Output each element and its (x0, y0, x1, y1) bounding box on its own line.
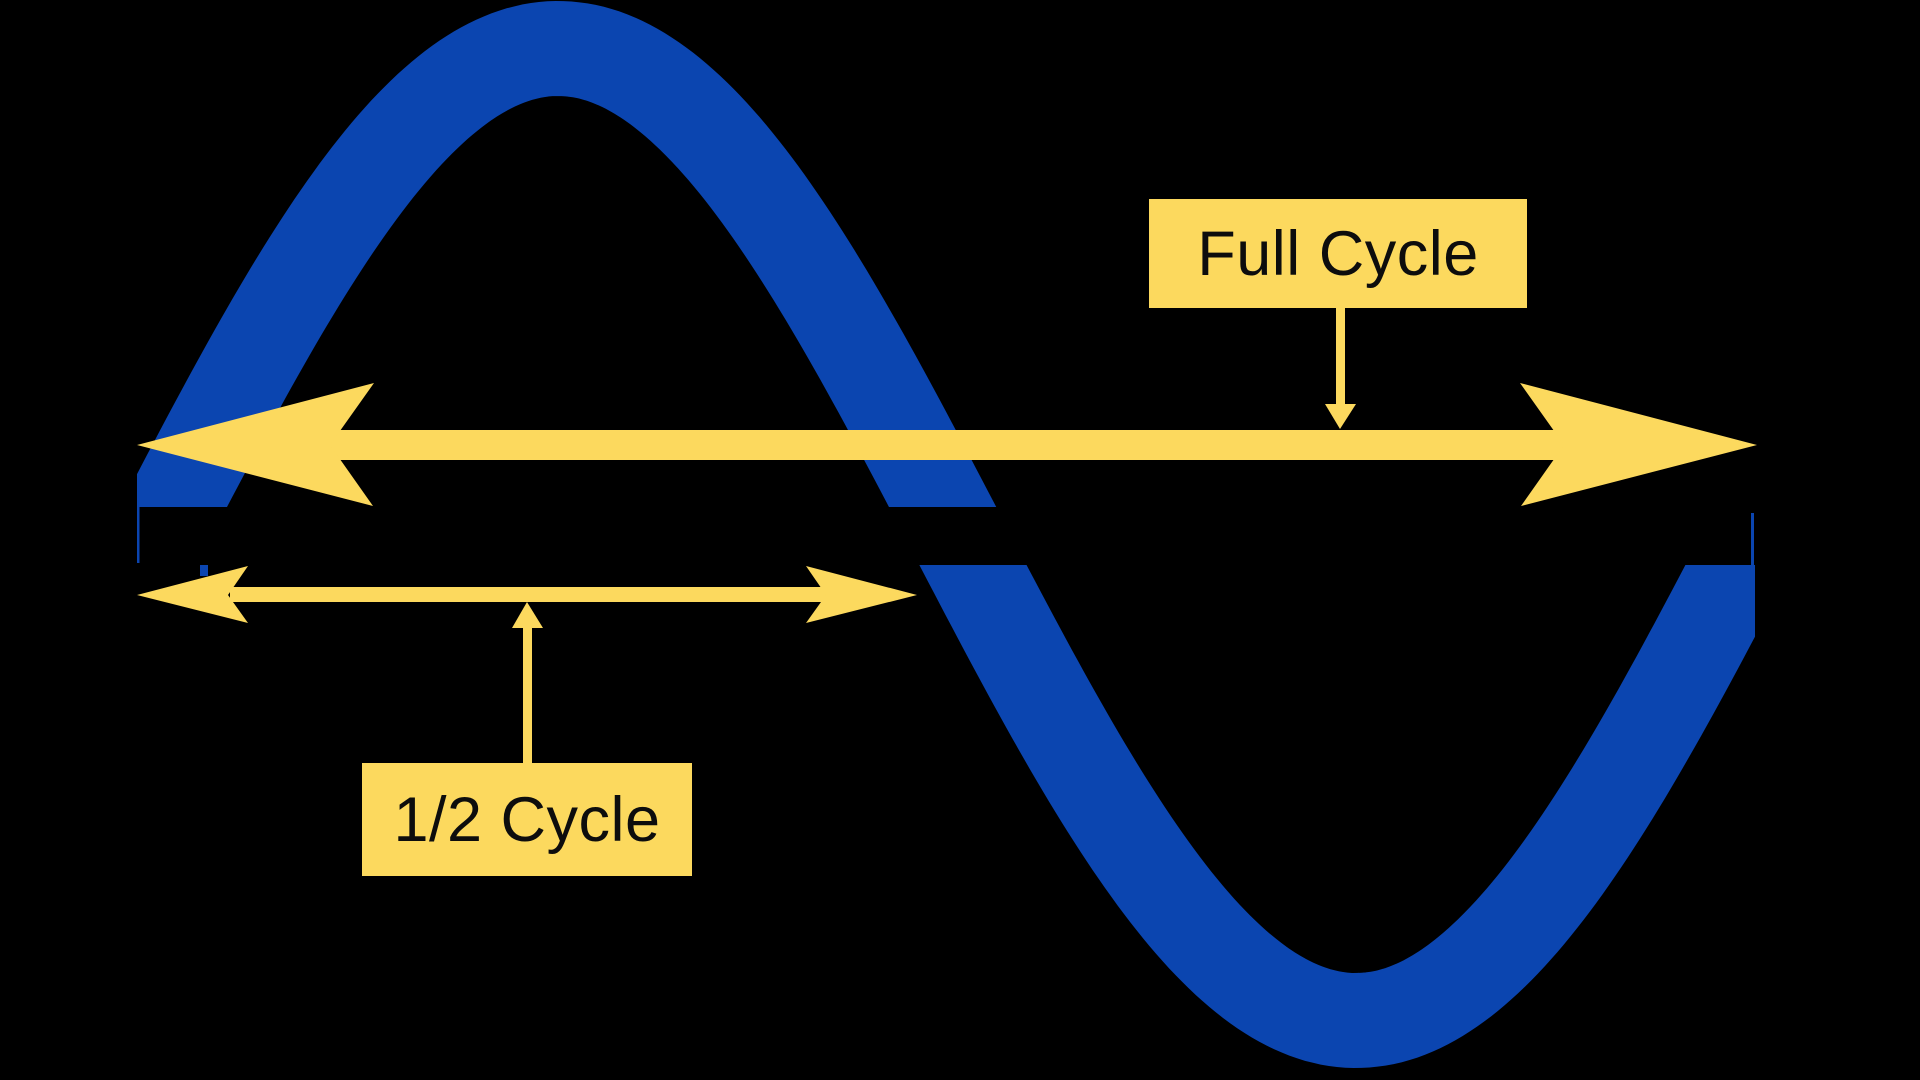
full-cycle-label-text: Full Cycle (1197, 218, 1479, 289)
half-cycle-label: 1/2 Cycle (362, 763, 692, 876)
right-crop-mask (1755, 0, 1920, 1080)
half-cycle-arrow (137, 566, 917, 623)
wave-sliver-right (1751, 513, 1754, 565)
full-cycle-label: Full Cycle (1149, 199, 1527, 308)
full-cycle-arrow-shaft (320, 430, 1580, 460)
bottom-left-crop-mask (0, 565, 200, 1080)
half-cycle-pointer-stem (523, 626, 532, 766)
wave-sliver-bottom-left (200, 565, 208, 576)
half-cycle-pointer (512, 602, 543, 766)
half-cycle-pointer-arrowhead-icon (512, 602, 543, 628)
full-cycle-arrowhead-right-icon (1520, 383, 1757, 506)
full-cycle-pointer (1325, 306, 1356, 429)
half-cycle-label-text: 1/2 Cycle (393, 784, 661, 855)
wave-sliver-left (137, 505, 140, 563)
full-cycle-pointer-stem (1336, 306, 1345, 408)
full-cycle-arrow (137, 383, 1757, 506)
half-cycle-arrowhead-right-icon (806, 566, 917, 623)
full-cycle-arrowhead-left-icon (137, 383, 374, 506)
half-cycle-arrow-shaft (230, 587, 830, 602)
midline-mask-band (0, 507, 1920, 565)
full-cycle-pointer-arrowhead-icon (1325, 404, 1356, 429)
half-cycle-arrowhead-left-icon (137, 566, 248, 623)
